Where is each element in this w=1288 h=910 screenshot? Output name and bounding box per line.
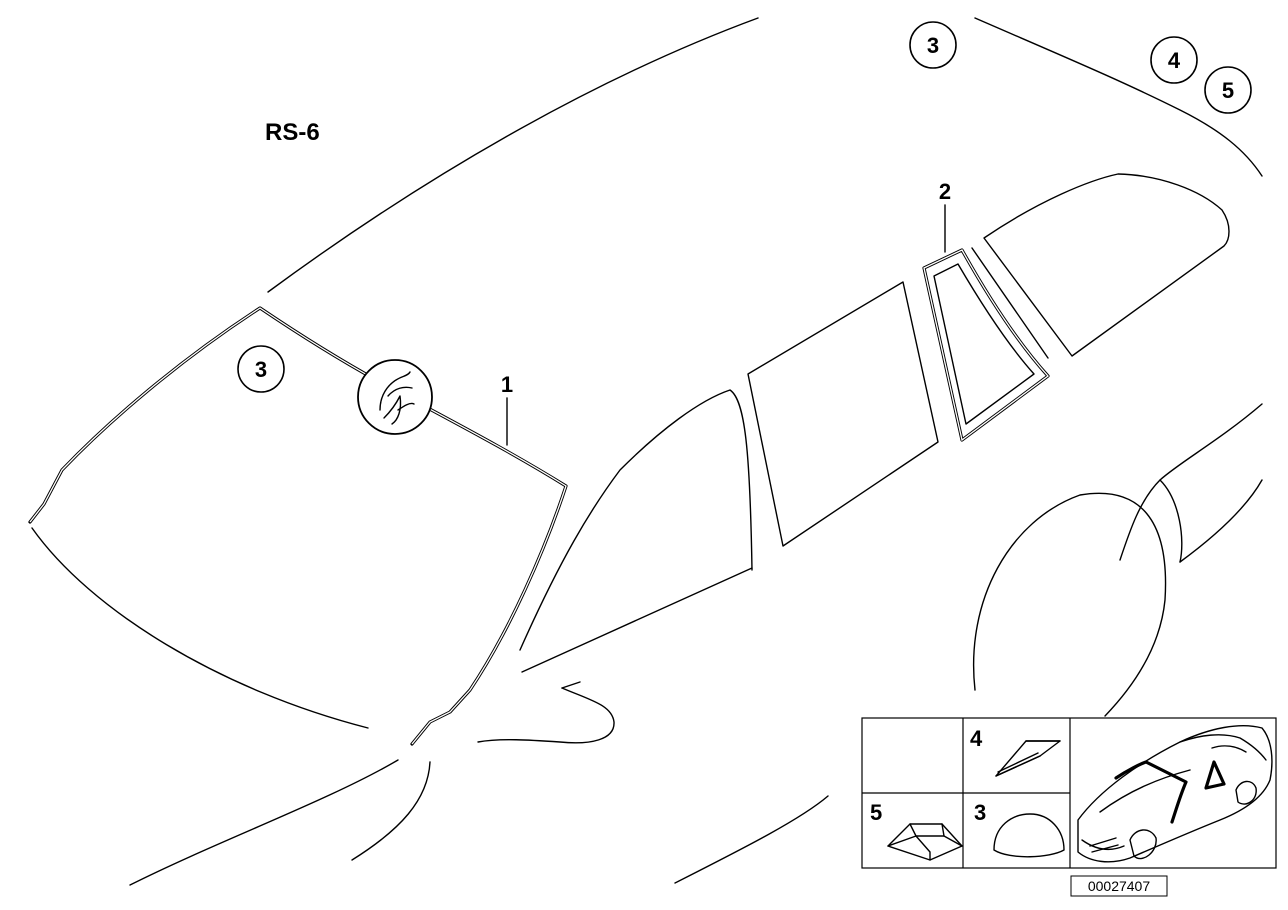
reference-number: 00027407 bbox=[1070, 875, 1168, 897]
dome-part-illustration bbox=[993, 813, 1065, 858]
car-body-outline bbox=[31, 17, 1263, 886]
car-overview-icon bbox=[1077, 725, 1273, 863]
windshield-seal[interactable] bbox=[28, 306, 568, 746]
svg-text:3: 3 bbox=[927, 33, 939, 58]
svg-text:5: 5 bbox=[1222, 78, 1234, 103]
callout-4: 4 bbox=[1150, 36, 1198, 84]
part-number-2: 2 bbox=[939, 179, 951, 204]
spacer-block-illustration bbox=[887, 823, 963, 861]
svg-text:4: 4 bbox=[1168, 48, 1181, 73]
tool-hint-icon bbox=[357, 359, 433, 435]
svg-text:3: 3 bbox=[255, 357, 267, 382]
part-number-1: 1 bbox=[501, 372, 513, 397]
callout-3-windshield: 3 bbox=[237, 345, 285, 393]
legend-label-4: 4 bbox=[970, 726, 983, 751]
wedge-part-illustration bbox=[995, 740, 1061, 777]
legend-label-3: 3 bbox=[974, 800, 986, 825]
callout-3-roof: 3 bbox=[909, 21, 957, 69]
callout-5: 5 bbox=[1204, 66, 1252, 114]
legend-panel bbox=[861, 717, 1277, 869]
model-label: RS-6 bbox=[265, 119, 320, 146]
quarter-window-seal[interactable] bbox=[922, 248, 1050, 442]
legend-label-5: 5 bbox=[870, 800, 882, 825]
svg-text:00027407: 00027407 bbox=[1088, 878, 1151, 894]
